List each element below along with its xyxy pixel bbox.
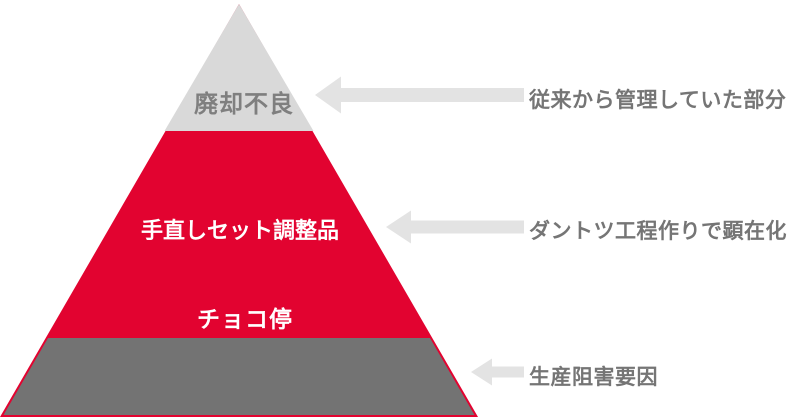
pyramid-section-top — [164, 4, 314, 131]
pyramid-top-label: 廃却不良 — [194, 91, 294, 118]
pyramid-middle-lower-label: チョコ停 — [197, 306, 293, 332]
pyramid-middle-upper-label: 手直しセット調整品 — [140, 218, 339, 243]
left-arrow-icon-bottom — [471, 358, 524, 386]
left-arrow-icon-top — [315, 76, 524, 114]
annotation-top-label: 従来から管理していた部分 — [529, 89, 787, 112]
pyramid-section-bottom — [3, 338, 475, 415]
pyramid-section-middle — [0, 4, 478, 417]
annotation-bottom-label: 生産阻害要因 — [529, 366, 658, 389]
annotation-middle-label: ダントツ工程作りで顕在化 — [529, 220, 787, 243]
left-arrow-icon-middle — [386, 210, 524, 244]
